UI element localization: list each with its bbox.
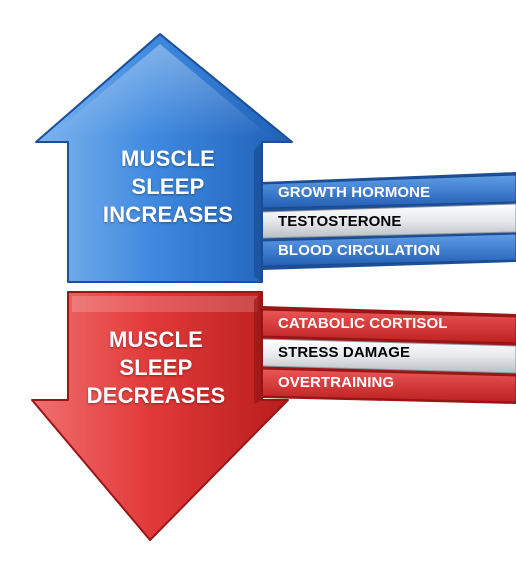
increase-band-3-label: BLOOD CIRCULATION [278, 242, 441, 259]
decrease-arrow-bevel [254, 292, 262, 404]
decrease-band-1-label: CATABOLIC CORTISOL [278, 315, 448, 332]
decrease-label-line-3: DECREASES [86, 383, 226, 408]
decrease-band-3-label: OVERTRAINING [278, 374, 395, 391]
decrease-label-line-1: MUSCLE [108, 327, 204, 352]
decrease-arrow-sheen [72, 296, 258, 312]
increase-label-line-3: INCREASES [102, 202, 234, 227]
increase-band-2-label: TESTOSTERONE [278, 213, 402, 230]
increase-arrow-bevel [254, 142, 262, 282]
increase-arrow-label: MUSCLE SLEEP INCREASES [70, 145, 266, 229]
increase-label-line-1: MUSCLE [120, 146, 216, 171]
increase-label-line-2: SLEEP [131, 174, 205, 199]
increase-band-1-label: GROWTH HORMONE [278, 184, 431, 201]
increase-arrow-sheen [48, 44, 272, 138]
decrease-label-line-2: SLEEP [119, 355, 193, 380]
decrease-arrow-label: MUSCLE SLEEP DECREASES [58, 326, 254, 410]
decrease-band-2-label: STRESS DAMAGE [278, 344, 411, 361]
